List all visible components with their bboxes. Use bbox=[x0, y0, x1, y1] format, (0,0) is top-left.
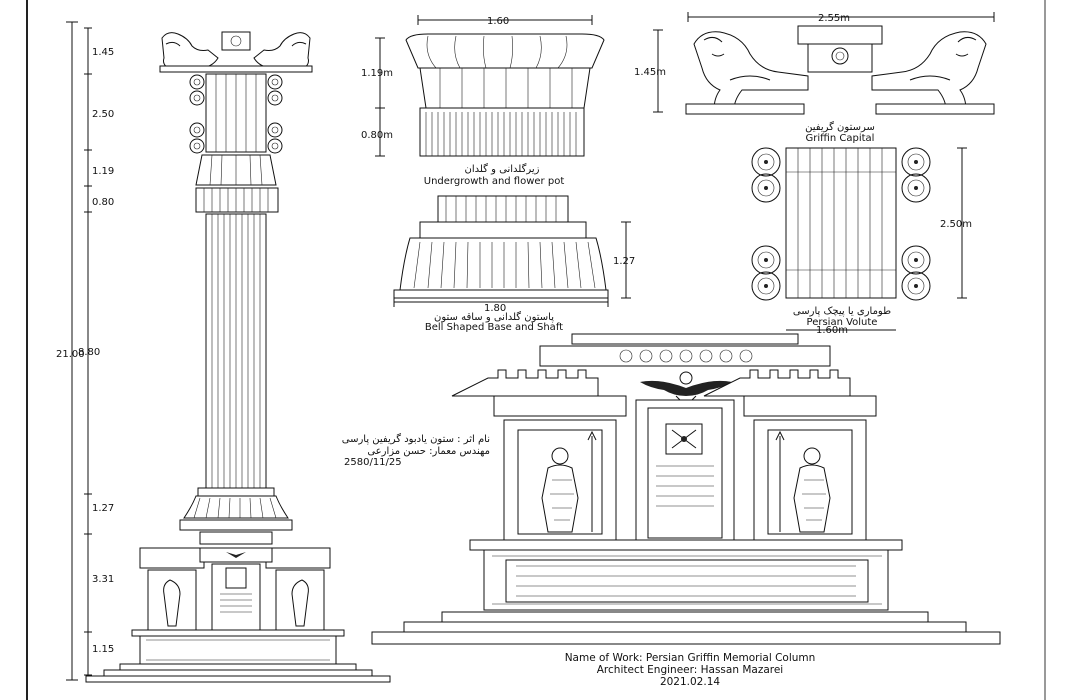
dim-segment-shaft: 8.80 bbox=[78, 347, 100, 358]
left-dimension-chain: 21.00 1.45 2.50 1.19 0.80 8.80 1.27 3.31… bbox=[56, 21, 114, 681]
pot-lower-height-label: 0.80m bbox=[361, 130, 393, 141]
work-name: Name of Work: Persian Griffin Memorial C… bbox=[564, 652, 816, 664]
column-pedestal bbox=[85, 531, 391, 683]
dim-segment-volute: 2.50 bbox=[92, 109, 114, 120]
inscription-panel bbox=[635, 399, 735, 541]
full-column-elevation bbox=[85, 31, 391, 683]
detail-persian-volute: 2.50m طوماری یا پیچک پارسی Persian Volut… bbox=[751, 147, 972, 336]
column-shaft bbox=[205, 213, 267, 495]
base-height-label: 1.27 bbox=[613, 256, 635, 267]
column-flower-pot bbox=[195, 154, 279, 213]
dim-segment-pedestal: 3.31 bbox=[92, 574, 114, 585]
pedestal-lower-pattern bbox=[492, 555, 882, 605]
persian-architect-name: مهندس معمار: حسن مزارعی bbox=[367, 445, 490, 457]
detail-flower-pot: 1.60 1.19m 0.80m زیرگلدانی و گلدان Under… bbox=[361, 15, 605, 187]
persian-date: 2580/11/25 bbox=[344, 457, 402, 468]
sheet-border-right bbox=[1044, 0, 1046, 700]
column-volute bbox=[189, 73, 283, 154]
pot-caption-en: Undergrowth and flower pot bbox=[424, 176, 565, 187]
base-caption-fa: پاستون گلدانی و ساقه ستون bbox=[434, 311, 554, 323]
volute-width-label: 1.60m bbox=[816, 325, 848, 336]
volute-height-label: 2.50m bbox=[940, 219, 972, 230]
architect-name: Architect Engineer: Hassan Mazarei bbox=[596, 664, 784, 676]
title-block: Name of Work: Persian Griffin Memorial C… bbox=[480, 652, 900, 688]
dim-segment-steps: 1.15 bbox=[92, 644, 114, 655]
capital-caption-en: Griffin Capital bbox=[806, 133, 875, 144]
guard-relief-left bbox=[541, 430, 597, 533]
volute-caption-fa: طوماری یا پیچک پارسی bbox=[793, 306, 891, 317]
drawing-date: 2021.02.14 bbox=[659, 676, 721, 688]
capital-width-label: 2.55m bbox=[818, 13, 850, 24]
capital-caption-fa: سرستون گریفین bbox=[805, 121, 875, 133]
base-width-label: 1.80 bbox=[484, 303, 506, 314]
dim-segment-pot: 1.19 bbox=[92, 166, 114, 177]
column-bell-base bbox=[179, 487, 293, 531]
volute-scroll-left-top bbox=[751, 147, 781, 203]
volute-scroll-right-bottom bbox=[901, 245, 931, 301]
dim-segment-base: 1.27 bbox=[92, 503, 114, 514]
detail-griffin-capital: 2.55m 1.45m سرستون گریفین Griffin Capita… bbox=[634, 12, 995, 144]
volute-scroll-right-top bbox=[901, 147, 931, 203]
persian-work-name: نام اثر : ستون یادبود گریفین پارسی bbox=[341, 434, 490, 445]
pedestal-rosette-frieze bbox=[619, 349, 753, 363]
capital-height-label: 1.45m bbox=[634, 67, 666, 78]
base-caption-en: Bell Shaped Base and Shaft bbox=[425, 322, 563, 333]
volute-scroll-left-bottom bbox=[751, 245, 781, 301]
dim-segment-capital: 1.45 bbox=[92, 47, 114, 58]
column-griffin-capital bbox=[159, 31, 313, 73]
guard-relief-right bbox=[775, 430, 831, 533]
dim-segment-undergrowth: 0.80 bbox=[92, 197, 114, 208]
dim-total: 21.00 bbox=[56, 349, 85, 360]
pot-caption-fa: زیرگلدانی و گلدان bbox=[465, 163, 540, 175]
pot-width-label: 1.60 bbox=[487, 16, 509, 27]
volute-caption-en: Persian Volute bbox=[807, 317, 878, 328]
sheet-border-left bbox=[26, 0, 28, 700]
pot-upper-height-label: 1.19m bbox=[361, 68, 393, 79]
detail-bell-base: 1.80 1.27 پاستون گلدانی و ساقه ستون Bell… bbox=[393, 195, 635, 333]
pedestal-elevation bbox=[371, 333, 1001, 645]
persian-credits: نام اثر : ستون یادبود گریفین پارسی مهندس… bbox=[270, 434, 490, 469]
